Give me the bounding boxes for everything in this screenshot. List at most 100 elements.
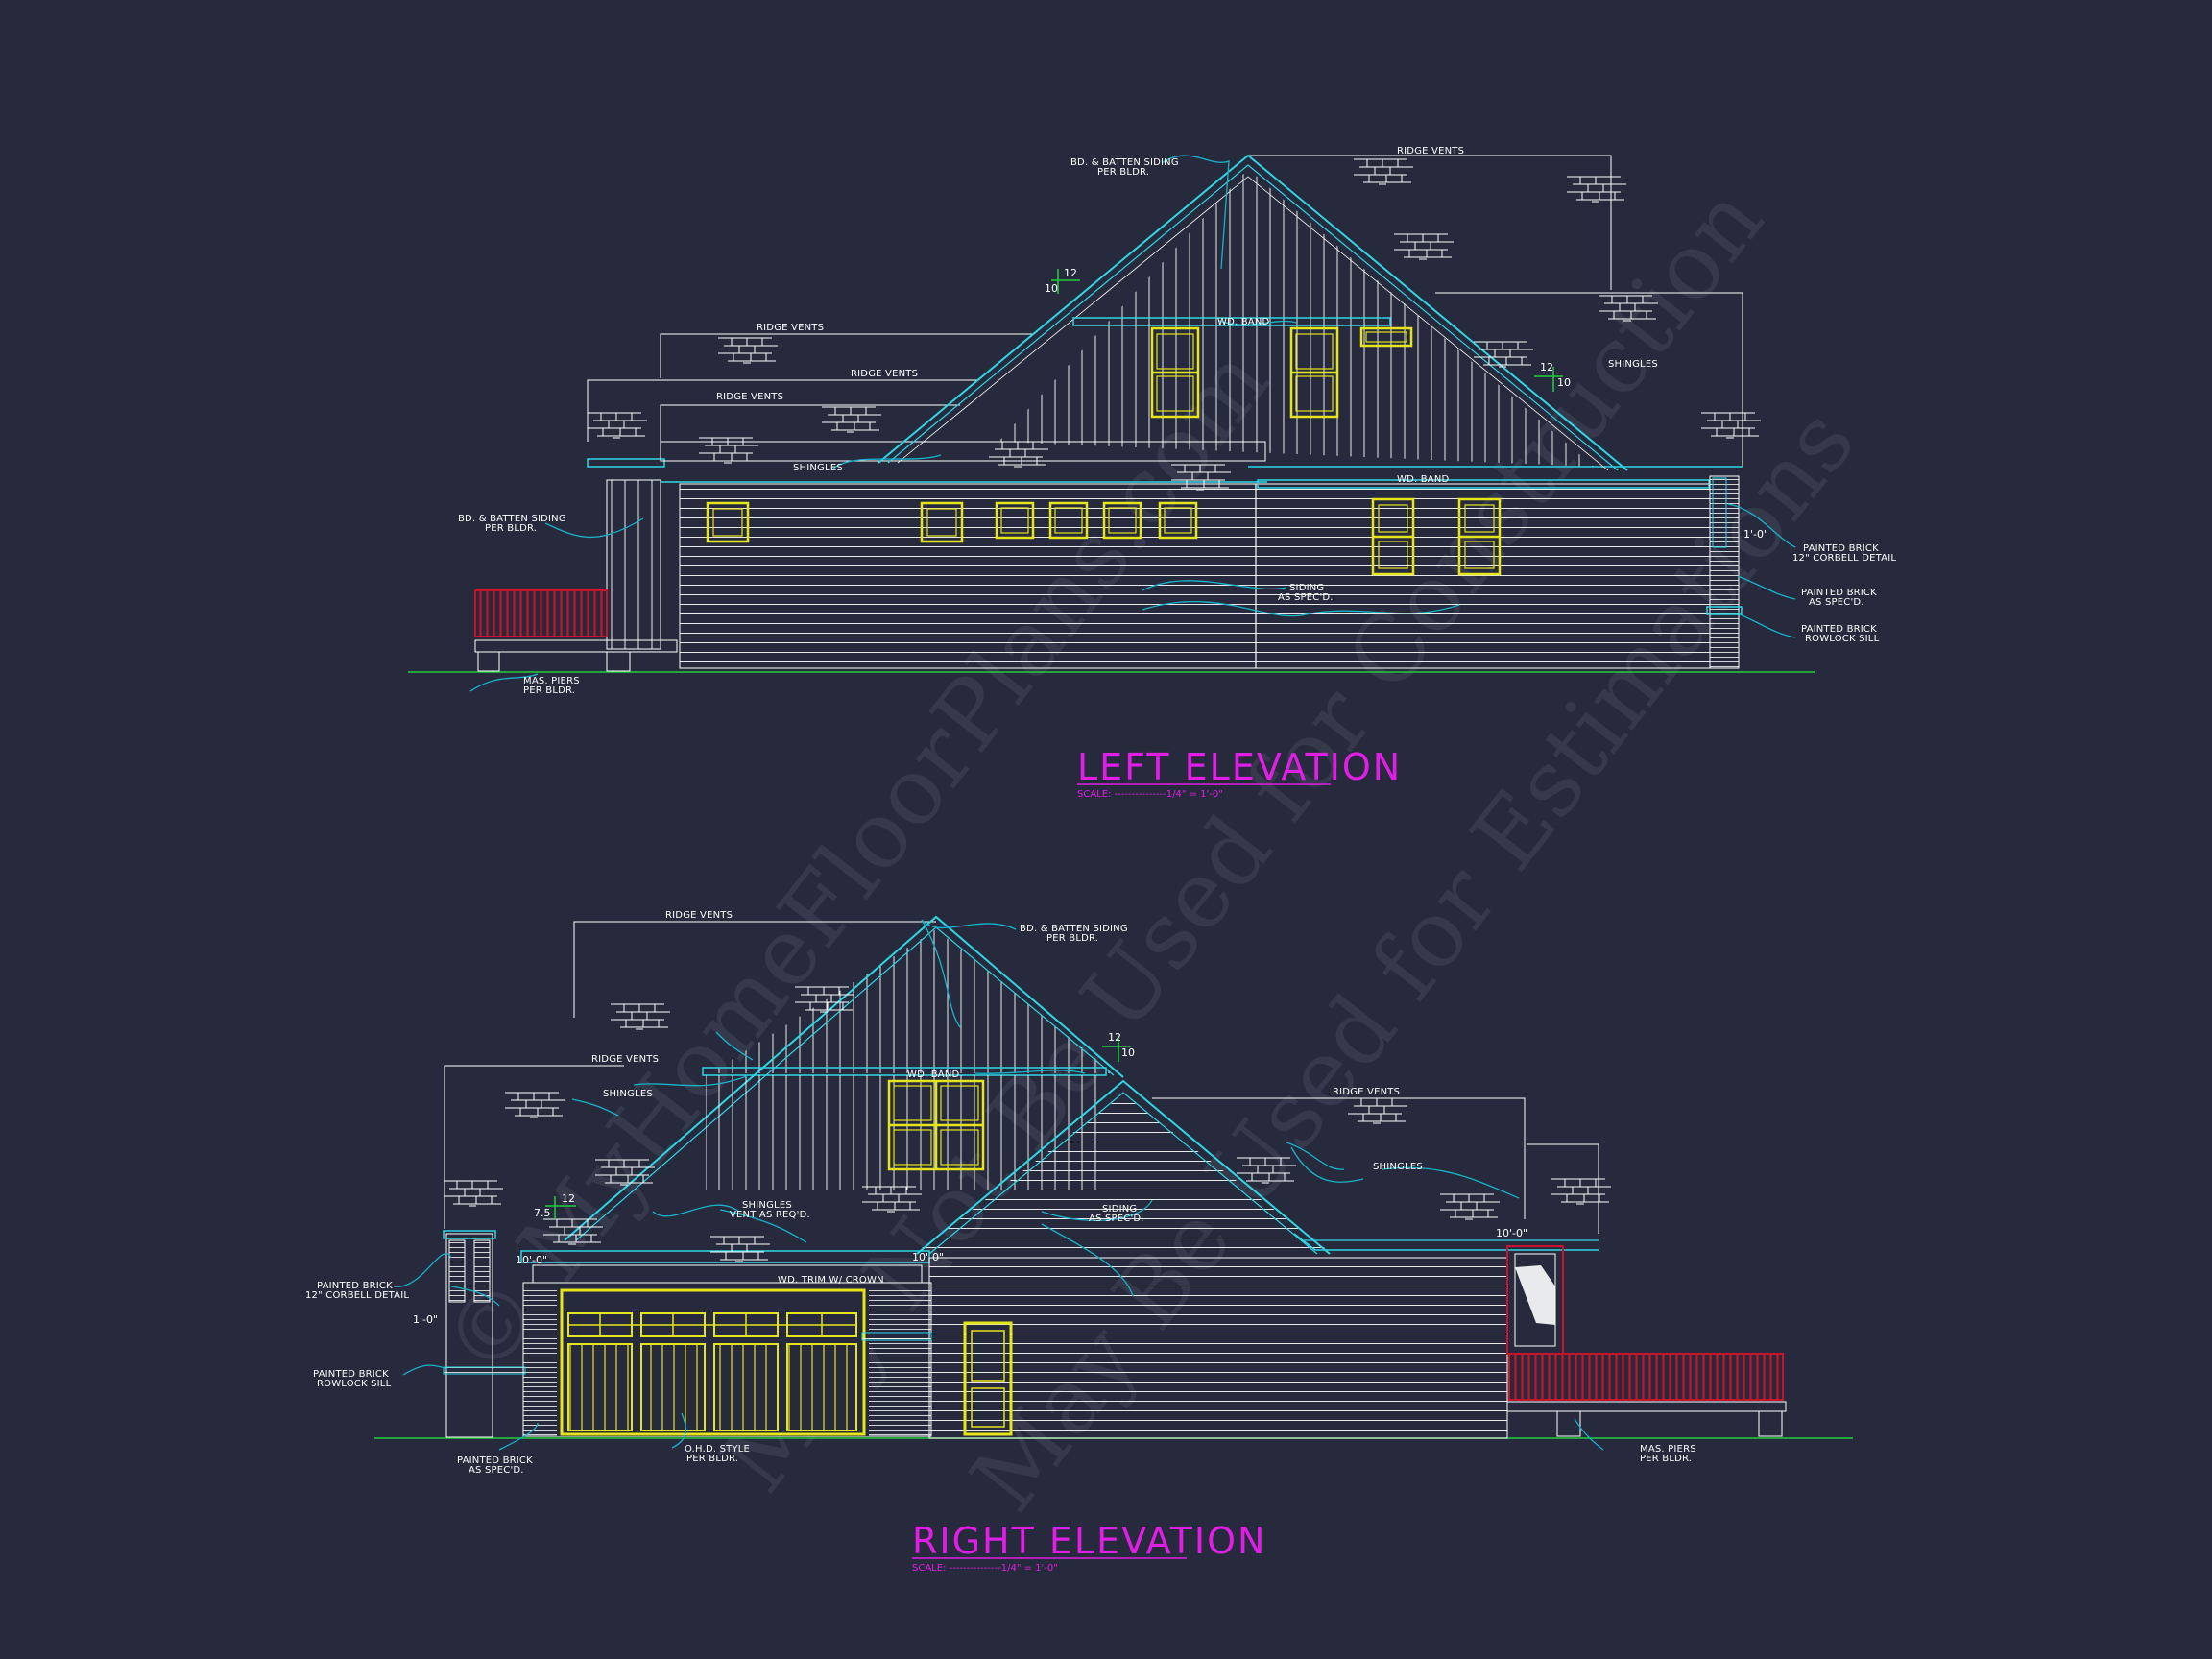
pitch-rise: 7.5 — [534, 1207, 551, 1219]
deck-railing — [1508, 1353, 1784, 1401]
note-corbell-detail: 12" CORBELL DETAIL — [305, 1290, 409, 1301]
pitch-run: 12 — [562, 1192, 575, 1205]
right-elevation-scale: SCALE: ---------------1/4" = 1'-0" — [912, 1563, 1058, 1574]
note-painted-brick: PAINTED BRICK — [317, 1281, 393, 1291]
note-siding: SIDING — [1289, 583, 1324, 593]
note-wd-band: WD. BAND — [1217, 317, 1270, 327]
note-as-specd: AS SPEC'D. — [1809, 597, 1864, 608]
pitch-symbol-left: 12 10 — [1045, 267, 1080, 295]
mas-pier — [1556, 1410, 1581, 1437]
note-painted-brick: PAINTED BRICK — [1801, 624, 1877, 635]
mas-pier — [477, 651, 500, 672]
main-gable-battens — [710, 929, 1114, 1073]
entry-door — [963, 1321, 1013, 1436]
note-per-bldr: PER BLDR. — [523, 685, 575, 696]
note-shingles: SHINGLES — [1373, 1162, 1423, 1172]
note-wd-trim: WD. TRIM W/ CROWN — [778, 1275, 884, 1286]
roof-outlines — [587, 155, 1743, 467]
note-ridge-vents: RIDGE VENTS — [851, 369, 918, 379]
deck-floor — [1506, 1401, 1787, 1412]
porch-roof-edge — [587, 458, 665, 468]
window — [920, 501, 964, 543]
right-elevation-title: RIGHT ELEVATION — [912, 1520, 1266, 1562]
right-elevation: 12 10 12 7.5 — [305, 910, 1853, 1574]
note-mas-piers: MAS. PIERS — [1640, 1444, 1696, 1455]
dim-height: 10'-0" — [516, 1254, 547, 1266]
pitch-rise: 10 — [1045, 282, 1058, 295]
note-ridge-vents: RIDGE VENTS — [757, 323, 824, 333]
note-painted-brick: PAINTED BRICK — [313, 1369, 389, 1380]
note-corbell-detail: 12" CORBELL DETAIL — [1792, 553, 1896, 564]
note-per-bldr: PER BLDR. — [1046, 933, 1098, 944]
secondary-gable-trim — [916, 1079, 1331, 1255]
note-rowlock-sill: ROWLOCK SILL — [317, 1379, 392, 1389]
note-painted-brick: PAINTED BRICK — [1803, 543, 1879, 554]
chimney-column — [1709, 475, 1740, 669]
window — [1102, 501, 1142, 540]
porch-opening-sky — [1515, 1265, 1555, 1325]
mas-pier — [1758, 1410, 1783, 1437]
main-windows — [706, 497, 1502, 576]
note-wd-band: WD. BAND — [907, 1070, 960, 1080]
note-per-bldr: PER BLDR. — [1640, 1454, 1692, 1464]
gable-roof-trim — [564, 915, 1124, 1241]
left-elevation: 12 10 12 10 BD. & BATTEN SIDING PER BLDR… — [408, 146, 1896, 800]
note-shingles: SHINGLES — [742, 1200, 792, 1211]
note-shingles: SHINGLES — [603, 1089, 653, 1099]
dim-height: 10'-0" — [1496, 1227, 1527, 1239]
note-bd-batten: BD. & BATTEN SIDING — [1070, 157, 1179, 168]
garage-door-frame — [560, 1288, 866, 1436]
wd-band-upper — [1072, 317, 1391, 326]
pitch-rise: 10 — [1121, 1046, 1135, 1059]
note-wd-band: WD. BAND — [1397, 474, 1450, 485]
note-as-specd: AS SPEC'D. — [1089, 1214, 1144, 1224]
note-bd-batten: BD. & BATTEN SIDING — [1020, 924, 1128, 934]
note-ridge-vents: RIDGE VENTS — [591, 1054, 659, 1065]
pitch-symbol-right: 12 10 — [1534, 361, 1571, 392]
pitch-symbol-main: 12 10 — [1102, 1031, 1135, 1062]
note-as-specd: AS SPEC'D. — [469, 1465, 524, 1476]
window-transom — [1359, 326, 1413, 348]
window — [995, 501, 1035, 540]
note-ridge-vents: RIDGE VENTS — [665, 910, 733, 921]
note-as-specd: AS SPEC'D. — [1278, 592, 1334, 603]
pitch-rise: 10 — [1557, 376, 1571, 389]
wd-band-lower — [1257, 479, 1710, 489]
left-elevation-title: LEFT ELEVATION — [1077, 746, 1402, 788]
gable-windows — [1150, 326, 1413, 419]
deck-railing — [474, 589, 608, 637]
leader-lines — [393, 919, 1604, 1451]
note-ohd-style: O.H.D. STYLE — [685, 1444, 750, 1455]
left-elevation-scale: SCALE: ---------------1/4" = 1'-0" — [1077, 789, 1223, 800]
main-wall-siding — [679, 483, 1711, 669]
dim-corbel: 1'-0" — [1743, 528, 1768, 541]
left-wing-battens — [606, 479, 661, 650]
note-mas-piers: MAS. PIERS — [523, 676, 580, 686]
window — [1158, 501, 1198, 540]
note-ridge-vents: RIDGE VENTS — [1397, 146, 1464, 156]
right-annotations: RIDGE VENTS BD. & BATTEN SIDING PER BLDR… — [305, 910, 1696, 1476]
deck-floor — [474, 639, 678, 653]
note-rowlock-sill: ROWLOCK SILL — [1805, 634, 1880, 644]
note-painted-brick: PAINTED BRICK — [1801, 588, 1877, 598]
note-painted-brick: PAINTED BRICK — [457, 1455, 533, 1466]
pitch-run: 12 — [1540, 361, 1553, 373]
garage-eave — [520, 1250, 930, 1263]
window — [1048, 501, 1089, 540]
note-ridge-vents: RIDGE VENTS — [716, 392, 783, 402]
mas-pier — [606, 651, 631, 672]
leader-lines — [469, 155, 1796, 692]
note-shingles: SHINGLES — [793, 463, 843, 473]
dim-corbel: 1'-0" — [413, 1313, 438, 1326]
secondary-gable-siding — [922, 1094, 1325, 1248]
note-ridge-vents: RIDGE VENTS — [1333, 1087, 1400, 1097]
window — [706, 501, 750, 543]
left-annotations: BD. & BATTEN SIDING PER BLDR. RIDGE VENT… — [458, 146, 1896, 696]
note-per-bldr: PER BLDR. — [485, 523, 537, 534]
chimney-column — [445, 1233, 493, 1438]
note-vent-as-reqd: VENT AS REQ'D. — [730, 1210, 810, 1220]
roof-outlines — [444, 921, 1599, 1234]
pitch-run: 12 — [1108, 1031, 1121, 1044]
note-siding: SIDING — [1102, 1204, 1137, 1214]
